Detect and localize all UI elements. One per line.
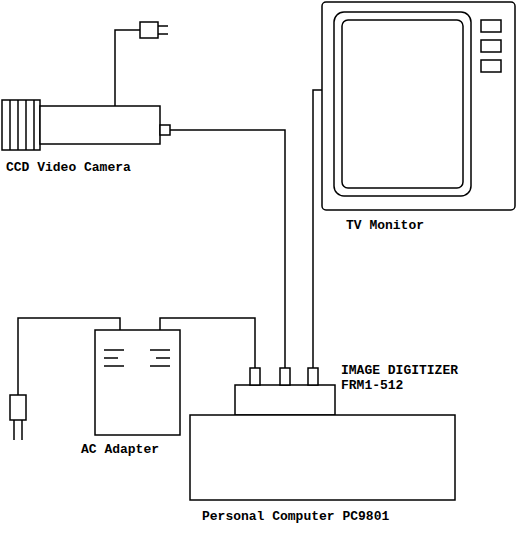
cable-connector [313,90,322,385]
equipment-label: Personal Computer PC9801 [202,509,389,524]
monitor-node: TV Monitor [322,2,515,210]
computer-node: Personal Computer PC9801 [190,415,455,500]
equipment-label: AC Adapter [81,442,159,457]
cable-connector [170,130,285,385]
equipment-label: CCD Video Camera [6,160,131,175]
adapter-node: AC Adapter [95,330,180,435]
camera-node: CCD Video Camera [2,100,170,150]
cable-connector [160,318,255,385]
equipment-label: IMAGE DIGITIZER FRM1-512 [341,363,469,393]
digitizer-node: IMAGE DIGITIZER FRM1-512 [235,385,335,415]
equipment-label: TV Monitor [346,218,424,233]
